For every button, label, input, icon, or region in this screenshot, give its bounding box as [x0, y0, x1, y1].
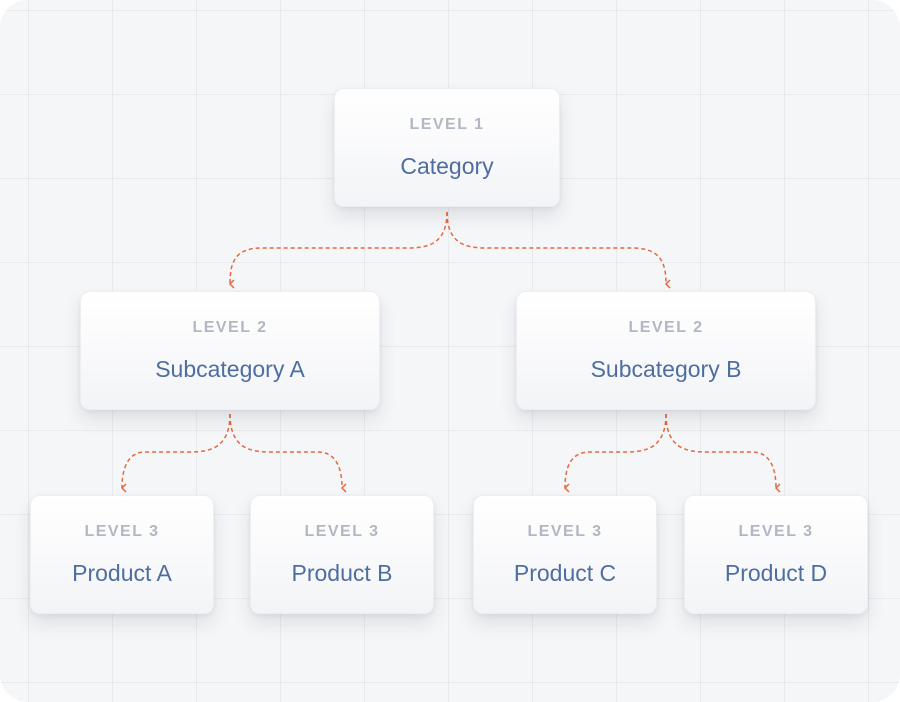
node-level-label: LEVEL 3: [84, 523, 160, 540]
node-title: Product D: [724, 560, 828, 586]
node-title: Category: [400, 153, 494, 179]
connector-subcategory-b-to-product-d: [665, 413, 781, 493]
node-product-d[interactable]: LEVEL 3 Product D: [684, 495, 868, 614]
node-level-label: LEVEL 3: [527, 523, 603, 540]
node-level-label: LEVEL 2: [628, 319, 704, 336]
node-product-c[interactable]: LEVEL 3 Product C: [473, 495, 657, 614]
connector-subcategory-a-to-product-b: [229, 413, 347, 493]
connector-subcategory-b-to-product-c: [563, 413, 667, 493]
node-level-label: LEVEL 1: [409, 116, 485, 133]
node-level-label: LEVEL 3: [304, 523, 380, 540]
node-product-b[interactable]: LEVEL 3 Product B: [250, 495, 434, 614]
node-subcategory-a[interactable]: LEVEL 2 Subcategory A: [80, 291, 380, 410]
node-product-a[interactable]: LEVEL 3 Product A: [30, 495, 214, 614]
node-title: Product C: [513, 560, 617, 586]
node-level-label: LEVEL 3: [738, 523, 814, 540]
node-subcategory-b[interactable]: LEVEL 2 Subcategory B: [516, 291, 816, 410]
node-title: Product B: [291, 560, 393, 586]
node-title: Subcategory B: [590, 356, 742, 382]
connector-category-to-subcategory-b: [446, 211, 671, 289]
node-level-label: LEVEL 2: [192, 319, 268, 336]
node-category[interactable]: LEVEL 1 Category: [334, 88, 560, 207]
node-title: Product A: [72, 560, 172, 586]
node-title: Subcategory A: [155, 356, 305, 382]
connector-category-to-subcategory-a: [228, 211, 448, 289]
connector-subcategory-a-to-product-a: [120, 413, 231, 493]
